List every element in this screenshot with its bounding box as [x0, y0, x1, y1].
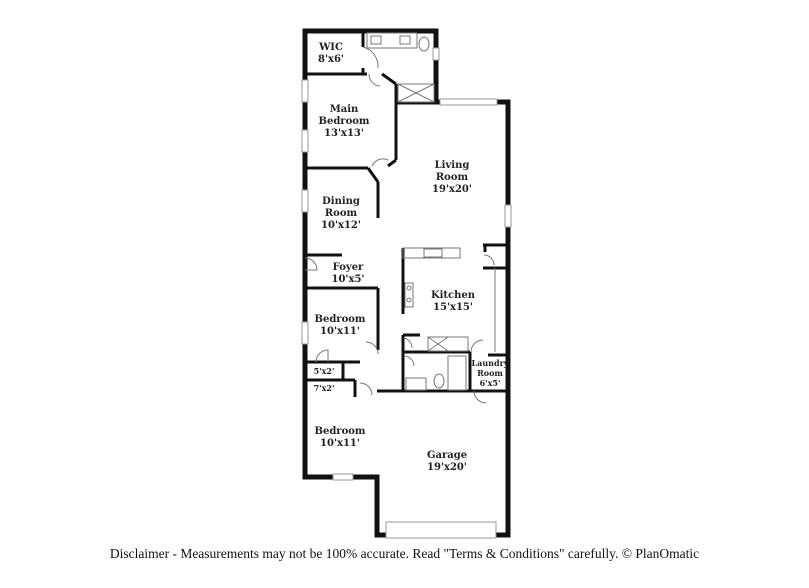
laundry-label-1: Laundry	[472, 358, 509, 368]
bedroom-1-size: 10'x11'	[320, 326, 360, 337]
laundry-label-2: Room	[477, 368, 503, 378]
main-bedroom-label-2: Bedroom	[319, 116, 370, 127]
dining-room-size: 10'x12'	[321, 220, 361, 231]
living-room-label-1: Living	[435, 160, 470, 171]
disclaimer-text: Disclaimer - Measurements may not be 100…	[109, 546, 700, 561]
closet-1-size: 5'x2'	[314, 366, 335, 376]
dining-room-label-2: Room	[325, 208, 358, 219]
foyer-size: 10'x5'	[332, 274, 365, 285]
interior-walls	[305, 31, 508, 397]
dining-room-label-1: Dining	[322, 196, 360, 207]
living-room-label-2: Room	[436, 172, 469, 183]
living-room-size: 19'x20'	[432, 184, 472, 195]
main-bedroom-size: 13'x13'	[324, 128, 364, 139]
garage-size: 19'x20'	[427, 462, 467, 473]
closet-2-size: 7'x2'	[314, 383, 335, 393]
doors	[304, 46, 495, 404]
bedroom-1-label: Bedroom	[315, 314, 366, 325]
bedroom-2-size: 10'x11'	[320, 438, 360, 449]
wic-label: WIC	[318, 42, 343, 53]
fixtures	[366, 32, 496, 391]
garage-label: Garage	[427, 450, 467, 461]
windows	[301, 47, 512, 539]
main-bedroom-label-1: Main	[330, 104, 359, 115]
kitchen-size: 15'x15'	[433, 302, 473, 313]
bedroom-2-label: Bedroom	[315, 426, 366, 437]
foyer-label: Foyer	[333, 262, 364, 273]
laundry-size: 6'x5'	[480, 378, 501, 388]
wic-size: 8'x6'	[318, 54, 344, 65]
kitchen-label: Kitchen	[431, 290, 476, 301]
